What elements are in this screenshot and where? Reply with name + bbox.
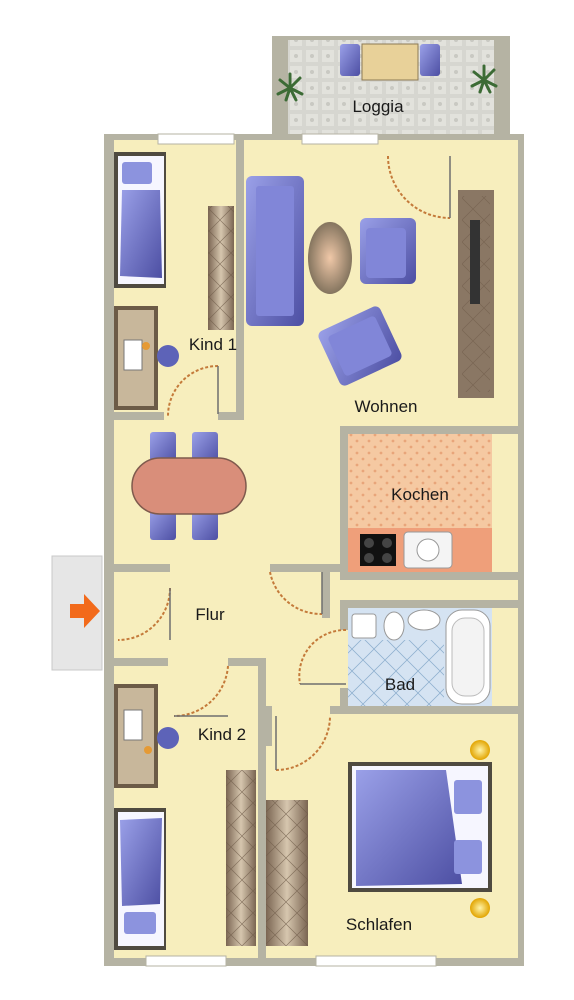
loggia-table (361, 43, 419, 81)
tv (470, 220, 480, 304)
room-label-schlafen: Schlafen (346, 915, 412, 934)
dining-chair (150, 432, 176, 464)
window (301, 133, 379, 145)
door-swing (387, 155, 451, 219)
washbasin (351, 613, 377, 639)
plant-icon (470, 64, 498, 94)
desk-lamp (142, 342, 150, 350)
plant-icon (276, 72, 304, 102)
door-swing (173, 665, 229, 718)
entrance-arrow-icon (70, 594, 100, 628)
pillow (454, 780, 482, 814)
pillow (122, 162, 152, 184)
desk-lamp (144, 746, 152, 754)
window (145, 955, 227, 967)
pillow (124, 912, 156, 934)
dining-chair (192, 508, 218, 540)
loggia-chair (340, 44, 360, 76)
window (315, 955, 437, 967)
interior-walls (114, 140, 518, 958)
room-kochen: Kochen (348, 434, 492, 572)
blanket (356, 770, 462, 886)
computer (123, 709, 143, 741)
blanket (120, 818, 162, 906)
room-label-flur: Flur (195, 605, 225, 624)
lamp-icon (470, 740, 490, 760)
door-leaves (169, 156, 451, 770)
lamp-icon (470, 898, 490, 918)
door-swing (117, 587, 171, 641)
room-label-kind-1: Kind 1 (189, 335, 237, 354)
washbasin (407, 609, 441, 631)
room-label-kind-2: Kind 2 (198, 725, 246, 744)
dining-table (131, 457, 247, 515)
room-label-bad: Bad (385, 675, 415, 694)
loggia-chair (420, 44, 440, 76)
desk-chair (157, 345, 179, 367)
loggia: Loggia (272, 36, 510, 136)
room-label-kochen: Kochen (391, 485, 449, 504)
room-bad: Bad (348, 608, 492, 706)
room-label-wohnen: Wohnen (354, 397, 417, 416)
blanket (120, 190, 162, 278)
door-swing (298, 628, 347, 685)
dining-chair (192, 432, 218, 464)
pillow (454, 840, 482, 874)
room-flur: Flur (195, 605, 225, 624)
dining-chair (150, 508, 176, 540)
desk-chair (157, 727, 179, 749)
room-kind-1: Kind 1 (114, 152, 237, 410)
coffee-table (308, 222, 352, 294)
room-schlafen: Schlafen (266, 740, 492, 946)
computer (123, 339, 143, 371)
room-wohnen: Wohnen (246, 176, 494, 416)
toilet (383, 611, 405, 641)
window (157, 133, 235, 145)
dining-area (131, 432, 247, 540)
door-swings (117, 155, 451, 771)
entrance (51, 555, 103, 671)
door-swing (269, 571, 323, 616)
armchair (318, 306, 402, 386)
room-kind-2: Kind 2 (114, 684, 256, 950)
room-label-loggia: Loggia (352, 97, 404, 116)
door-swing (275, 715, 331, 771)
